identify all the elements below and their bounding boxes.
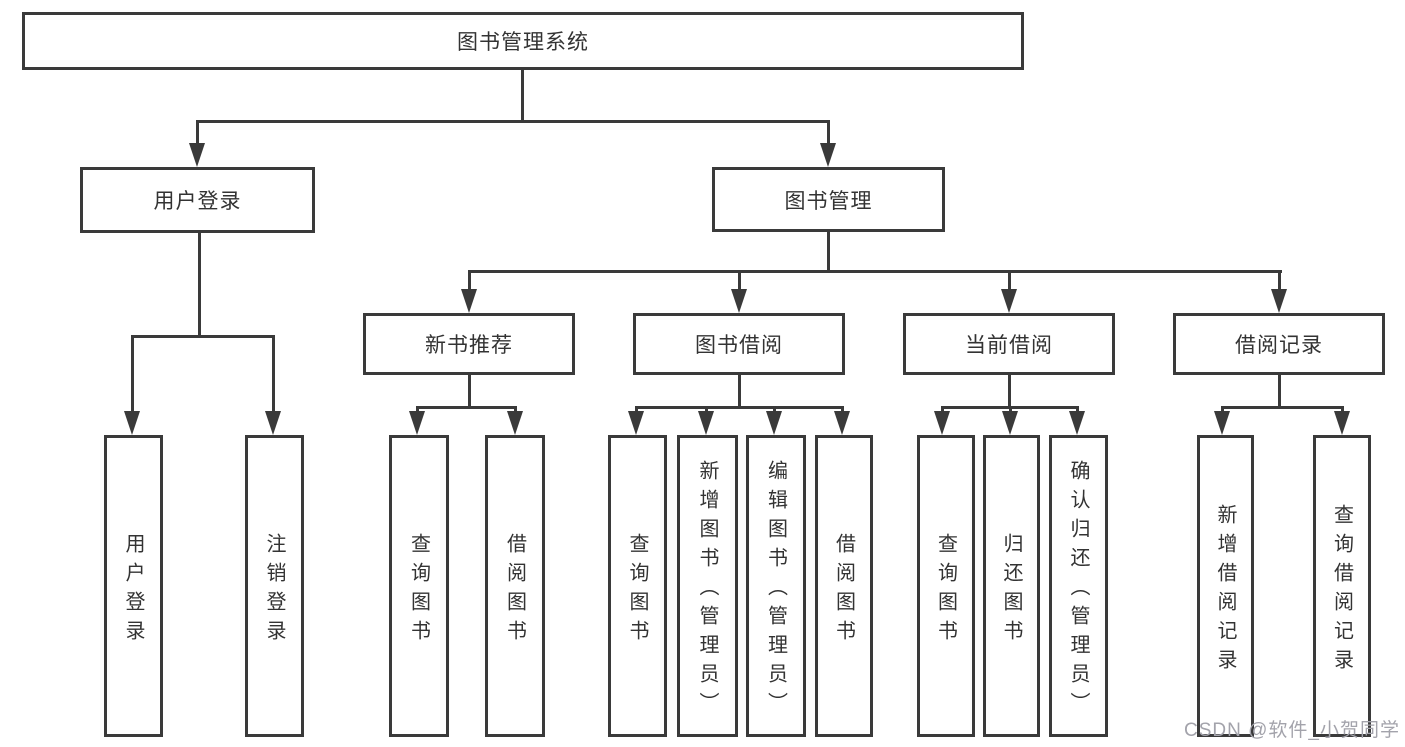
arrow-down-icon: [820, 143, 836, 167]
arrow-down-icon: [409, 411, 425, 435]
connector-line: [1076, 406, 1079, 413]
node-book-management: 图书管理: [712, 167, 945, 232]
arrow-down-icon: [461, 289, 477, 313]
leaf-return-books-label: 归还图书: [1000, 532, 1022, 649]
leaf-borrow-books-2-label: 借阅图书: [832, 532, 855, 649]
csdn-watermark: CSDN @软件_小贺同学: [1184, 720, 1400, 741]
connector-line: [196, 120, 199, 146]
leaf-logout-label: 注销登录: [263, 532, 285, 649]
arrow-down-icon: [189, 143, 205, 167]
leaf-query-borrow-record-label: 查询借阅记录: [1330, 503, 1353, 678]
arrow-down-icon: [1002, 411, 1018, 435]
leaf-edit-books-admin-label: 编辑图书（管理员）: [764, 460, 787, 721]
leaf-user-login: 用户登录: [104, 435, 163, 737]
arrow-down-icon: [934, 411, 950, 435]
leaf-confirm-return-admin: 确认归还（管理员）: [1049, 435, 1108, 737]
arrow-down-icon: [766, 411, 782, 435]
leaf-logout: 注销登录: [245, 435, 304, 737]
connector-line: [1008, 375, 1011, 408]
leaf-add-books-admin-label: 新增图书（管理员）: [696, 460, 718, 721]
connector-line: [131, 335, 275, 338]
node-new-book-recommend-label: 新书推荐: [425, 334, 513, 357]
leaf-add-borrow-record-label: 新增借阅记录: [1214, 503, 1236, 678]
leaf-query-books-label: 查询图书: [407, 532, 430, 649]
connector-line: [827, 120, 830, 146]
leaf-borrow-books: 借阅图书: [485, 435, 545, 737]
connector-line: [635, 406, 638, 413]
connector-line: [1009, 406, 1012, 413]
leaf-user-login-label: 用户登录: [122, 532, 144, 649]
connector-line: [1278, 375, 1281, 408]
arrow-down-icon: [1271, 289, 1287, 313]
connector-line: [514, 406, 517, 413]
connector-line: [468, 375, 471, 408]
connector-line: [416, 406, 517, 409]
node-book-borrowing-label: 图书借阅: [695, 334, 783, 357]
node-new-book-recommend: 新书推荐: [363, 313, 575, 375]
arrow-down-icon: [731, 289, 747, 313]
connector-line: [468, 270, 1282, 273]
leaf-query-books-3-label: 查询图书: [934, 532, 957, 649]
connector-line: [272, 335, 275, 413]
node-user-login-label: 用户登录: [153, 190, 242, 213]
connector-line: [738, 375, 741, 408]
node-user-login: 用户登录: [80, 167, 315, 233]
node-borrowing-records-label: 借阅记录: [1235, 334, 1323, 357]
leaf-add-books-admin: 新增图书（管理员）: [677, 435, 738, 737]
arrow-down-icon: [124, 411, 140, 435]
connector-line: [1221, 406, 1344, 409]
node-library-system: 图书管理系统: [22, 12, 1024, 70]
node-borrowing-records: 借阅记录: [1173, 313, 1385, 375]
connector-line: [635, 406, 844, 409]
arrow-down-icon: [265, 411, 281, 435]
node-current-borrowing-label: 当前借阅: [965, 334, 1053, 357]
leaf-confirm-return-admin-label: 确认归还（管理员）: [1067, 460, 1089, 721]
connector-line: [1008, 270, 1011, 291]
arrow-down-icon: [834, 411, 850, 435]
arrow-down-icon: [507, 411, 523, 435]
connector-line: [198, 233, 201, 336]
leaf-borrow-books-label: 借阅图书: [503, 532, 526, 649]
connector-line: [1278, 270, 1281, 291]
connector-line: [416, 406, 419, 413]
node-book-borrowing: 图书借阅: [633, 313, 845, 375]
arrow-down-icon: [698, 411, 714, 435]
node-library-system-label: 图书管理系统: [457, 31, 589, 54]
leaf-return-books: 归还图书: [983, 435, 1040, 737]
leaf-edit-books-admin: 编辑图书（管理员）: [746, 435, 806, 737]
leaf-query-books-3: 查询图书: [917, 435, 975, 737]
node-book-management-label: 图书管理: [784, 189, 873, 213]
arrow-down-icon: [1214, 411, 1230, 435]
connector-line: [841, 406, 844, 413]
connector-line: [521, 69, 524, 121]
node-current-borrowing: 当前借阅: [903, 313, 1115, 375]
connector-line: [705, 406, 708, 413]
arrow-down-icon: [1334, 411, 1350, 435]
arrow-down-icon: [628, 411, 644, 435]
arrow-down-icon: [1069, 411, 1085, 435]
connector-line: [1221, 406, 1224, 413]
connector-line: [468, 270, 471, 291]
connector-line: [738, 270, 741, 291]
connector-line: [131, 335, 134, 413]
connector-line: [827, 232, 830, 273]
leaf-query-books-2-label: 查询图书: [626, 532, 648, 649]
connector-line: [1341, 406, 1344, 413]
connector-line: [773, 406, 776, 413]
connector-line: [941, 406, 944, 413]
leaf-query-books: 查询图书: [389, 435, 449, 737]
leaf-query-books-2: 查询图书: [608, 435, 667, 737]
connector-line: [196, 120, 830, 123]
leaf-add-borrow-record: 新增借阅记录: [1197, 435, 1254, 737]
leaf-query-borrow-record: 查询借阅记录: [1313, 435, 1371, 737]
arrow-down-icon: [1001, 289, 1017, 313]
leaf-borrow-books-2: 借阅图书: [815, 435, 873, 737]
